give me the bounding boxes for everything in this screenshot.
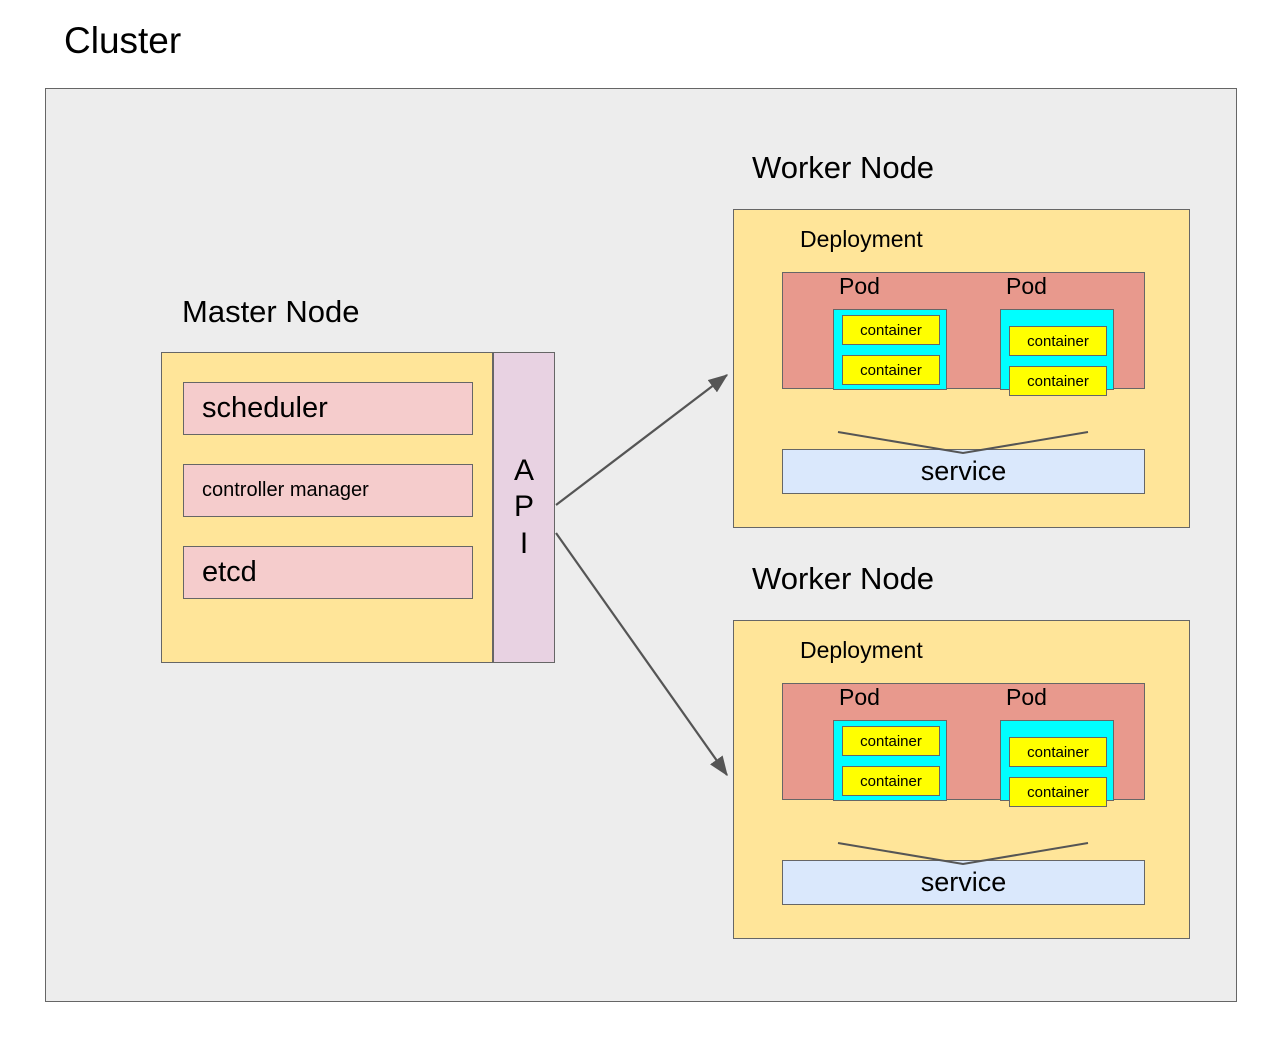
pod-label: Pod	[1006, 684, 1047, 710]
worker-node-title: Worker Node	[752, 150, 935, 185]
deployment-box: Pod container container Pod container co…	[782, 683, 1145, 807]
container-label: container	[860, 361, 922, 379]
api-letter: I	[519, 526, 529, 560]
container-label: container	[1027, 372, 1089, 390]
master-node-box: scheduler controller manager etcd	[161, 352, 493, 663]
container-box[interactable]: container	[1009, 777, 1107, 807]
container-box[interactable]: container	[842, 355, 940, 385]
container-label: container	[860, 321, 922, 339]
service-label: service	[920, 867, 1007, 897]
container-box[interactable]: container	[842, 766, 940, 796]
container-box[interactable]: container	[842, 315, 940, 345]
master-node-title: Master Node	[182, 294, 360, 329]
service-label: service	[920, 456, 1007, 486]
pod-box[interactable]: container container	[1000, 720, 1114, 807]
container-box[interactable]: container	[842, 726, 940, 756]
container-box[interactable]: container	[1009, 737, 1107, 767]
api-label-stack: A P I	[494, 453, 554, 563]
api-letter: A	[513, 453, 534, 487]
api-letter: P	[513, 490, 534, 524]
worker-node-box: Deployment Pod container container Pod c…	[733, 209, 1190, 528]
pod-box[interactable]: container container	[1000, 309, 1114, 396]
pod-box[interactable]: container container	[833, 309, 947, 390]
container-label: container	[860, 732, 922, 750]
service-box[interactable]: service	[782, 860, 1145, 905]
master-component-label: controller manager	[202, 479, 369, 501]
container-label: container	[1027, 332, 1089, 350]
master-component-controller-manager[interactable]: controller manager	[183, 464, 473, 517]
service-box[interactable]: service	[782, 449, 1145, 494]
pod-box[interactable]: container container	[833, 720, 947, 801]
api-server-panel[interactable]: A P I	[493, 352, 555, 663]
master-component-scheduler[interactable]: scheduler	[183, 382, 473, 435]
container-label: container	[1027, 743, 1089, 761]
deployment-box: Pod container container Pod container co…	[782, 272, 1145, 396]
container-box[interactable]: container	[1009, 326, 1107, 356]
deployment-label: Deployment	[800, 226, 923, 252]
pod-label: Pod	[839, 684, 880, 710]
container-label: container	[1027, 783, 1089, 801]
deployment-label: Deployment	[800, 637, 923, 663]
worker-node-box: Deployment Pod container container Pod c…	[733, 620, 1190, 939]
container-box[interactable]: container	[1009, 366, 1107, 396]
pod-label: Pod	[1006, 273, 1047, 299]
master-component-label: scheduler	[202, 392, 328, 424]
master-component-etcd[interactable]: etcd	[183, 546, 473, 599]
cluster-title: Cluster	[64, 20, 182, 61]
container-label: container	[860, 772, 922, 790]
master-component-label: etcd	[202, 556, 257, 588]
worker-node-title: Worker Node	[752, 561, 935, 596]
pod-label: Pod	[839, 273, 880, 299]
